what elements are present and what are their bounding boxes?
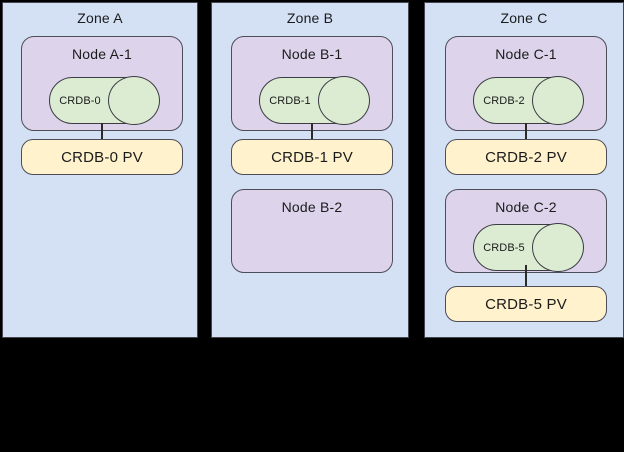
pod-crdb-5: CRDB-5 [473, 223, 584, 272]
pv-crdb-0-label: CRDB-0 PV [61, 148, 143, 166]
zone-a: Zone A Node A-1 CRDB-0 CRDB-0 PV [2, 2, 198, 338]
pod-crdb-2-label: CRDB-2 [483, 94, 525, 107]
pv-crdb-5-label: CRDB-5 PV [485, 295, 567, 313]
node-a-1: Node A-1 CRDB-0 [21, 36, 183, 131]
pod-cylinder-cap [318, 76, 370, 125]
pod-cylinder-cap [108, 76, 160, 125]
pod-crdb-1: CRDB-1 [259, 76, 370, 125]
node-b-2-title: Node B-2 [281, 199, 343, 215]
pod-crdb-0: CRDB-0 [49, 76, 160, 125]
pod-crdb-0-label: CRDB-0 [59, 94, 101, 107]
connector-node-b-1-to-pv [311, 123, 313, 139]
connector-node-a-1-to-pv [101, 123, 103, 139]
zone-c: Zone C Node C-1 CRDB-2 CRDB-2 PV Node C-… [424, 2, 624, 338]
node-c-2: Node C-2 CRDB-5 [445, 189, 607, 273]
pv-crdb-2: CRDB-2 PV [445, 139, 607, 175]
pv-crdb-0: CRDB-0 PV [21, 139, 183, 175]
zone-a-title: Zone A [77, 10, 123, 26]
node-b-2: Node B-2 [231, 189, 393, 273]
node-b-1: Node B-1 CRDB-1 [231, 36, 393, 131]
connector-node-c-2-to-pv [525, 265, 527, 286]
pod-cylinder-cap [532, 223, 584, 272]
node-b-1-title: Node B-1 [281, 46, 343, 62]
pv-crdb-2-label: CRDB-2 PV [485, 148, 567, 166]
node-c-1: Node C-1 CRDB-2 [445, 36, 607, 131]
pod-crdb-5-label: CRDB-5 [483, 241, 525, 254]
pv-crdb-1: CRDB-1 PV [231, 139, 393, 175]
pod-crdb-2: CRDB-2 [473, 76, 584, 125]
node-c-2-title: Node C-2 [495, 199, 557, 215]
zone-b-title: Zone B [286, 10, 334, 26]
zone-c-title: Zone C [500, 10, 548, 26]
node-a-1-title: Node A-1 [72, 46, 132, 62]
node-c-1-title: Node C-1 [495, 46, 557, 62]
zone-b: Zone B Node B-1 CRDB-1 CRDB-1 PV Node B-… [211, 2, 409, 338]
connector-node-c-1-to-pv [525, 123, 527, 139]
pod-cylinder-cap [532, 76, 584, 125]
pv-crdb-1-label: CRDB-1 PV [271, 148, 353, 166]
pv-crdb-5: CRDB-5 PV [445, 286, 607, 322]
pod-crdb-1-label: CRDB-1 [269, 94, 311, 107]
